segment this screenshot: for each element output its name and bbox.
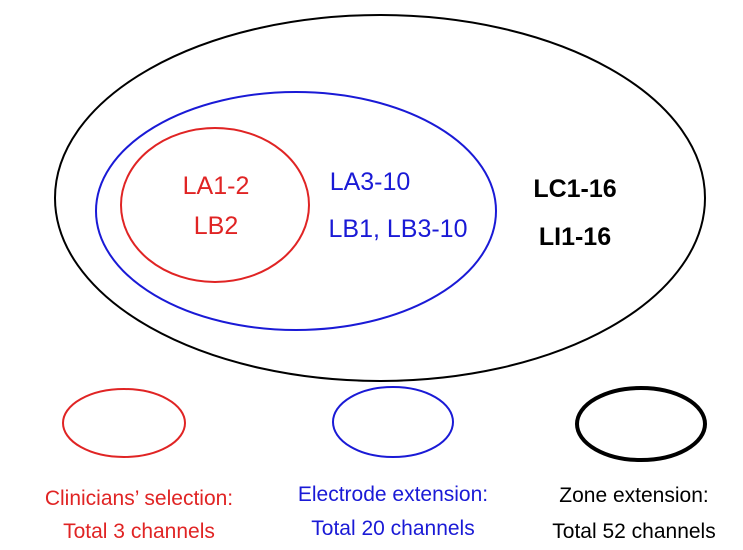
blue-label-line2: LB1, LB3-10: [329, 215, 468, 243]
legend-blue-ellipse: [332, 386, 454, 458]
blue-label-line1: LA3-10: [330, 168, 411, 196]
legend-red-line2: Total 3 channels: [63, 520, 215, 543]
legend-red-line1: Clinicians’ selection:: [45, 487, 233, 510]
legend-blue-line2: Total 20 channels: [311, 517, 474, 540]
legend-black-line2: Total 52 channels: [552, 520, 715, 543]
legend-black-line1: Zone extension:: [559, 484, 708, 507]
black-label-line2: LI1-16: [539, 223, 611, 251]
legend-blue-line1: Electrode extension:: [298, 483, 488, 506]
electrode-extension-ellipse: [95, 91, 497, 331]
red-label-line2: LB2: [194, 212, 238, 240]
legend-red-ellipse: [62, 388, 186, 458]
red-label-line1: LA1-2: [183, 172, 250, 200]
clinicians-selection-ellipse: [120, 127, 310, 283]
zone-extension-ellipse: [54, 14, 706, 382]
black-label-line1: LC1-16: [533, 175, 616, 203]
legend-black-ellipse: [575, 386, 707, 462]
